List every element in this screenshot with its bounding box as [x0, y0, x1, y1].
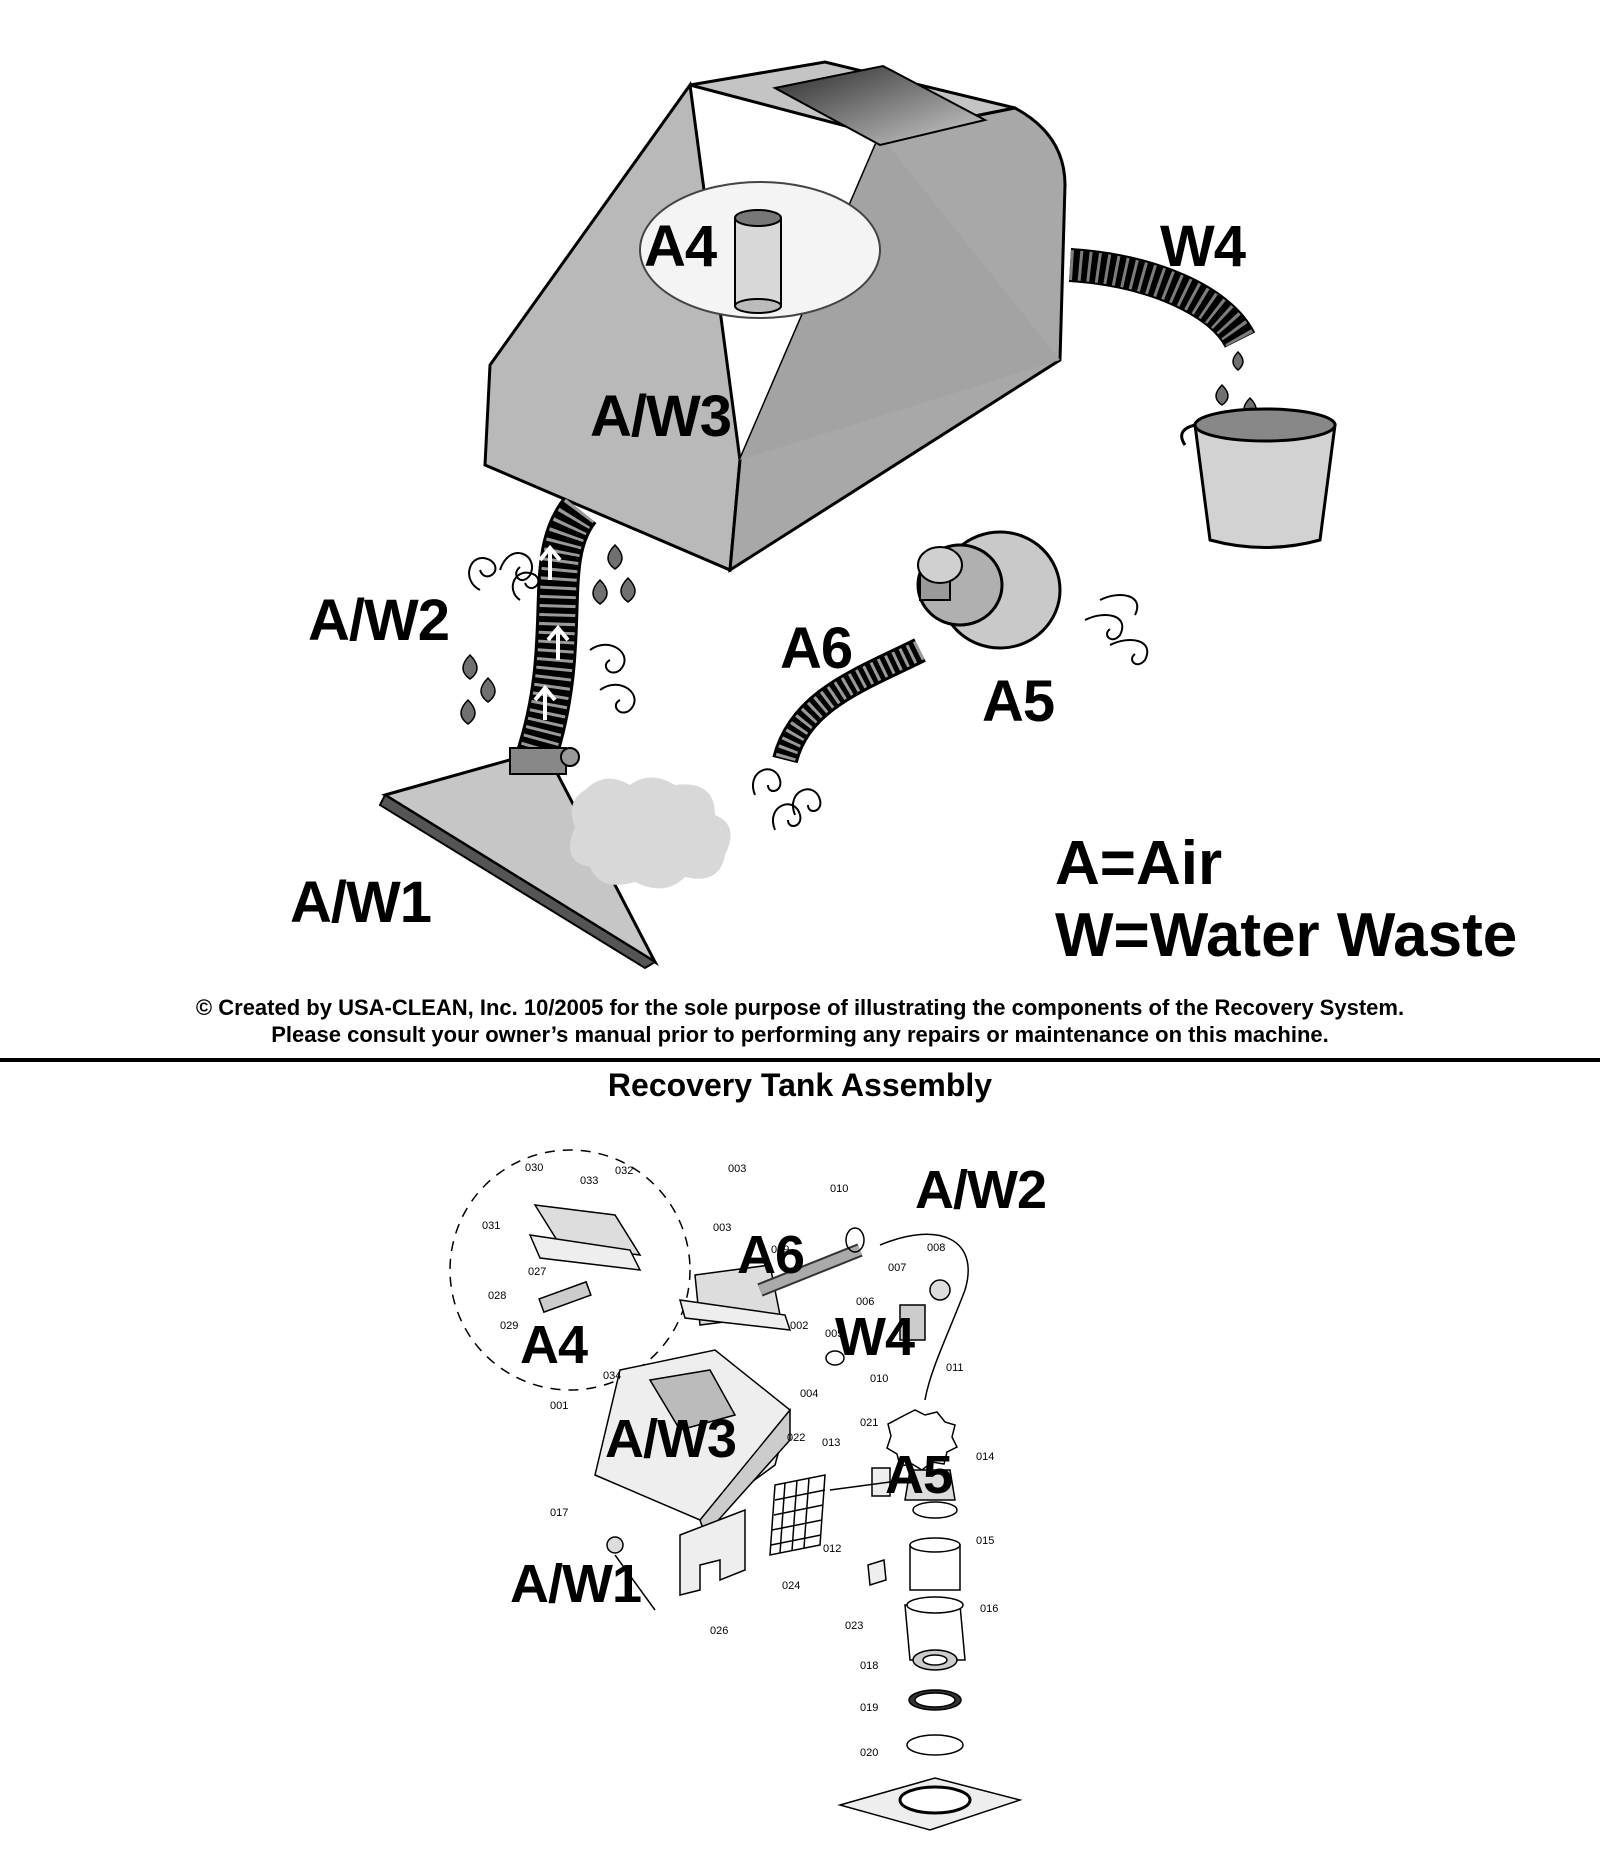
exhaust-hose	[772, 638, 926, 764]
part-002: 002	[790, 1320, 809, 1332]
part-027: 027	[528, 1266, 547, 1278]
vacuum-motor	[916, 530, 1062, 650]
part-010a: 010	[830, 1183, 849, 1195]
exploded-label-w4: W4	[835, 1307, 915, 1367]
filter-grid	[769, 1474, 826, 1556]
part-016: 016	[980, 1603, 999, 1615]
part-021: 021	[860, 1417, 879, 1429]
part-030: 030	[525, 1162, 544, 1174]
inlet-pipe	[734, 209, 782, 314]
exploded-label-aw1: A/W1	[510, 1554, 642, 1614]
part-026: 026	[710, 1625, 729, 1637]
part-003b: 003	[713, 1222, 732, 1234]
exploded-label-a4: A4	[520, 1315, 588, 1375]
detail-circle	[449, 1149, 691, 1391]
part-014: 014	[976, 1451, 995, 1463]
part-011: 011	[946, 1362, 964, 1374]
part-015: 015	[976, 1535, 995, 1547]
exploded-label-aw3: A/W3	[605, 1409, 737, 1469]
part-004: 004	[800, 1388, 819, 1400]
part-017: 017	[550, 1507, 569, 1519]
part-019: 019	[860, 1702, 879, 1714]
exploded-label-aw2: A/W2	[915, 1160, 1047, 1220]
part-033: 033	[580, 1175, 599, 1187]
label-aw1: A/W1	[290, 870, 432, 935]
part-028: 028	[488, 1290, 507, 1302]
part-029: 029	[500, 1320, 519, 1332]
part-003a: 003	[728, 1163, 747, 1175]
wand-hose	[515, 496, 598, 767]
part-001: 001	[550, 1400, 569, 1412]
part-006: 006	[856, 1296, 875, 1308]
legend-air: A=Air	[1055, 829, 1223, 898]
part-012: 012	[823, 1543, 842, 1555]
part-018: 018	[860, 1660, 879, 1672]
part-005: 005	[825, 1328, 844, 1340]
part-010b: 010	[870, 1373, 889, 1385]
exploded-label-a5: A5	[885, 1445, 953, 1505]
exploded-title: Recovery Tank Assembly	[607, 1067, 993, 1103]
part-013: 013	[822, 1437, 841, 1449]
part-034: 034	[603, 1370, 622, 1382]
label-aw3: A/W3	[590, 384, 732, 449]
recovery-tank	[483, 60, 1067, 573]
air-swirls	[468, 552, 1149, 831]
part-032: 032	[615, 1165, 634, 1177]
part-022: 022	[787, 1432, 806, 1444]
part-023: 023	[845, 1620, 864, 1632]
label-w4: W4	[1160, 214, 1246, 279]
water-droplets-wand	[460, 543, 636, 725]
air-cloud	[570, 777, 731, 889]
bucket	[1180, 407, 1337, 549]
exploded-label-a6: A6	[737, 1225, 805, 1285]
water-droplets	[1215, 350, 1257, 419]
part-024: 024	[782, 1580, 801, 1592]
credit-line-2: Please consult your owner’s manual prior…	[271, 1022, 1329, 1047]
label-aw2: A/W2	[308, 588, 450, 653]
label-a6: A6	[780, 616, 853, 681]
drain-hose	[1068, 248, 1256, 349]
part-008: 008	[927, 1242, 946, 1254]
part-020: 020	[860, 1747, 879, 1759]
credit-line-1: © Created by USA-CLEAN, Inc. 10/2005 for…	[195, 995, 1405, 1020]
part-031: 031	[482, 1220, 501, 1232]
label-a4: A4	[644, 214, 717, 279]
label-a5: A5	[982, 669, 1055, 734]
part-007: 007	[888, 1262, 907, 1274]
part-009: 009	[771, 1244, 790, 1256]
motor-stack	[837, 1409, 1023, 1831]
legend-water: W=Water Waste	[1055, 901, 1518, 970]
